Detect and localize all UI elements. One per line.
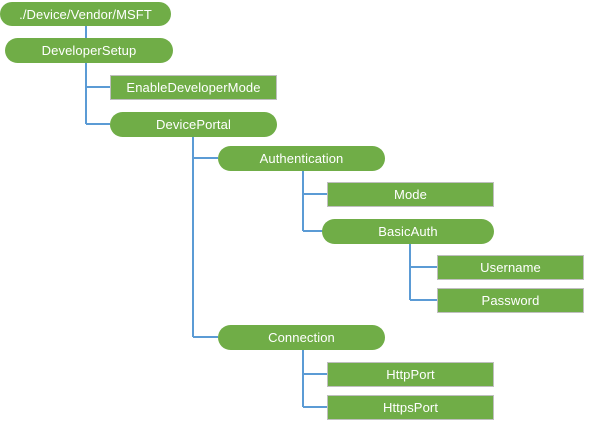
connector-connection-to-httpport — [302, 350, 327, 375]
tree-node-httpport[interactable]: HttpPort — [327, 362, 494, 387]
tree-node-connection[interactable]: Connection — [218, 325, 385, 350]
tree-node-label: ./Device/Vendor/MSFT — [19, 6, 152, 22]
connector-developersetup-to-deviceportal — [85, 63, 110, 125]
connector-developersetup-to-enabledevelopermode — [85, 63, 110, 88]
tree-node-deviceportal[interactable]: DevicePortal — [110, 112, 277, 137]
tree-node-label: HttpPort — [386, 367, 435, 382]
tree-node-label: Authentication — [259, 151, 344, 166]
tree-node-enabledevelopermode[interactable]: EnableDeveloperMode — [110, 75, 277, 100]
tree-node-label: Connection — [268, 330, 335, 345]
connector-deviceportal-to-connection — [192, 137, 218, 338]
tree-node-label: Password — [481, 293, 540, 308]
tree-node-root[interactable]: ./Device/Vendor/MSFT — [0, 2, 171, 26]
connector-authentication-to-basicauth — [302, 171, 327, 232]
connector-basicauth-to-password — [409, 244, 437, 301]
tree-node-httpsport[interactable]: HttpsPort — [327, 395, 494, 420]
tree-node-basicauth[interactable]: BasicAuth — [322, 219, 494, 244]
tree-node-label: Username — [480, 260, 541, 275]
connector-deviceportal-to-authentication — [192, 137, 218, 159]
tree-node-label: BasicAuth — [378, 224, 438, 239]
tree-node-label: EnableDeveloperMode — [126, 80, 261, 95]
tree-node-mode[interactable]: Mode — [327, 182, 494, 207]
tree-node-username[interactable]: Username — [437, 255, 584, 280]
connector-basicauth-to-username — [409, 244, 437, 268]
connector-authentication-to-mode — [302, 171, 327, 195]
tree-node-label: DeveloperSetup — [41, 43, 137, 58]
tree-node-label: Mode — [394, 187, 427, 202]
tree-node-label: HttpsPort — [382, 400, 439, 415]
tree-node-developersetup[interactable]: DeveloperSetup — [5, 38, 173, 63]
tree-node-authentication[interactable]: Authentication — [218, 146, 385, 171]
connector-connection-to-httpsport — [302, 350, 327, 408]
tree-node-password[interactable]: Password — [437, 288, 584, 313]
tree-node-label: DevicePortal — [156, 117, 231, 132]
